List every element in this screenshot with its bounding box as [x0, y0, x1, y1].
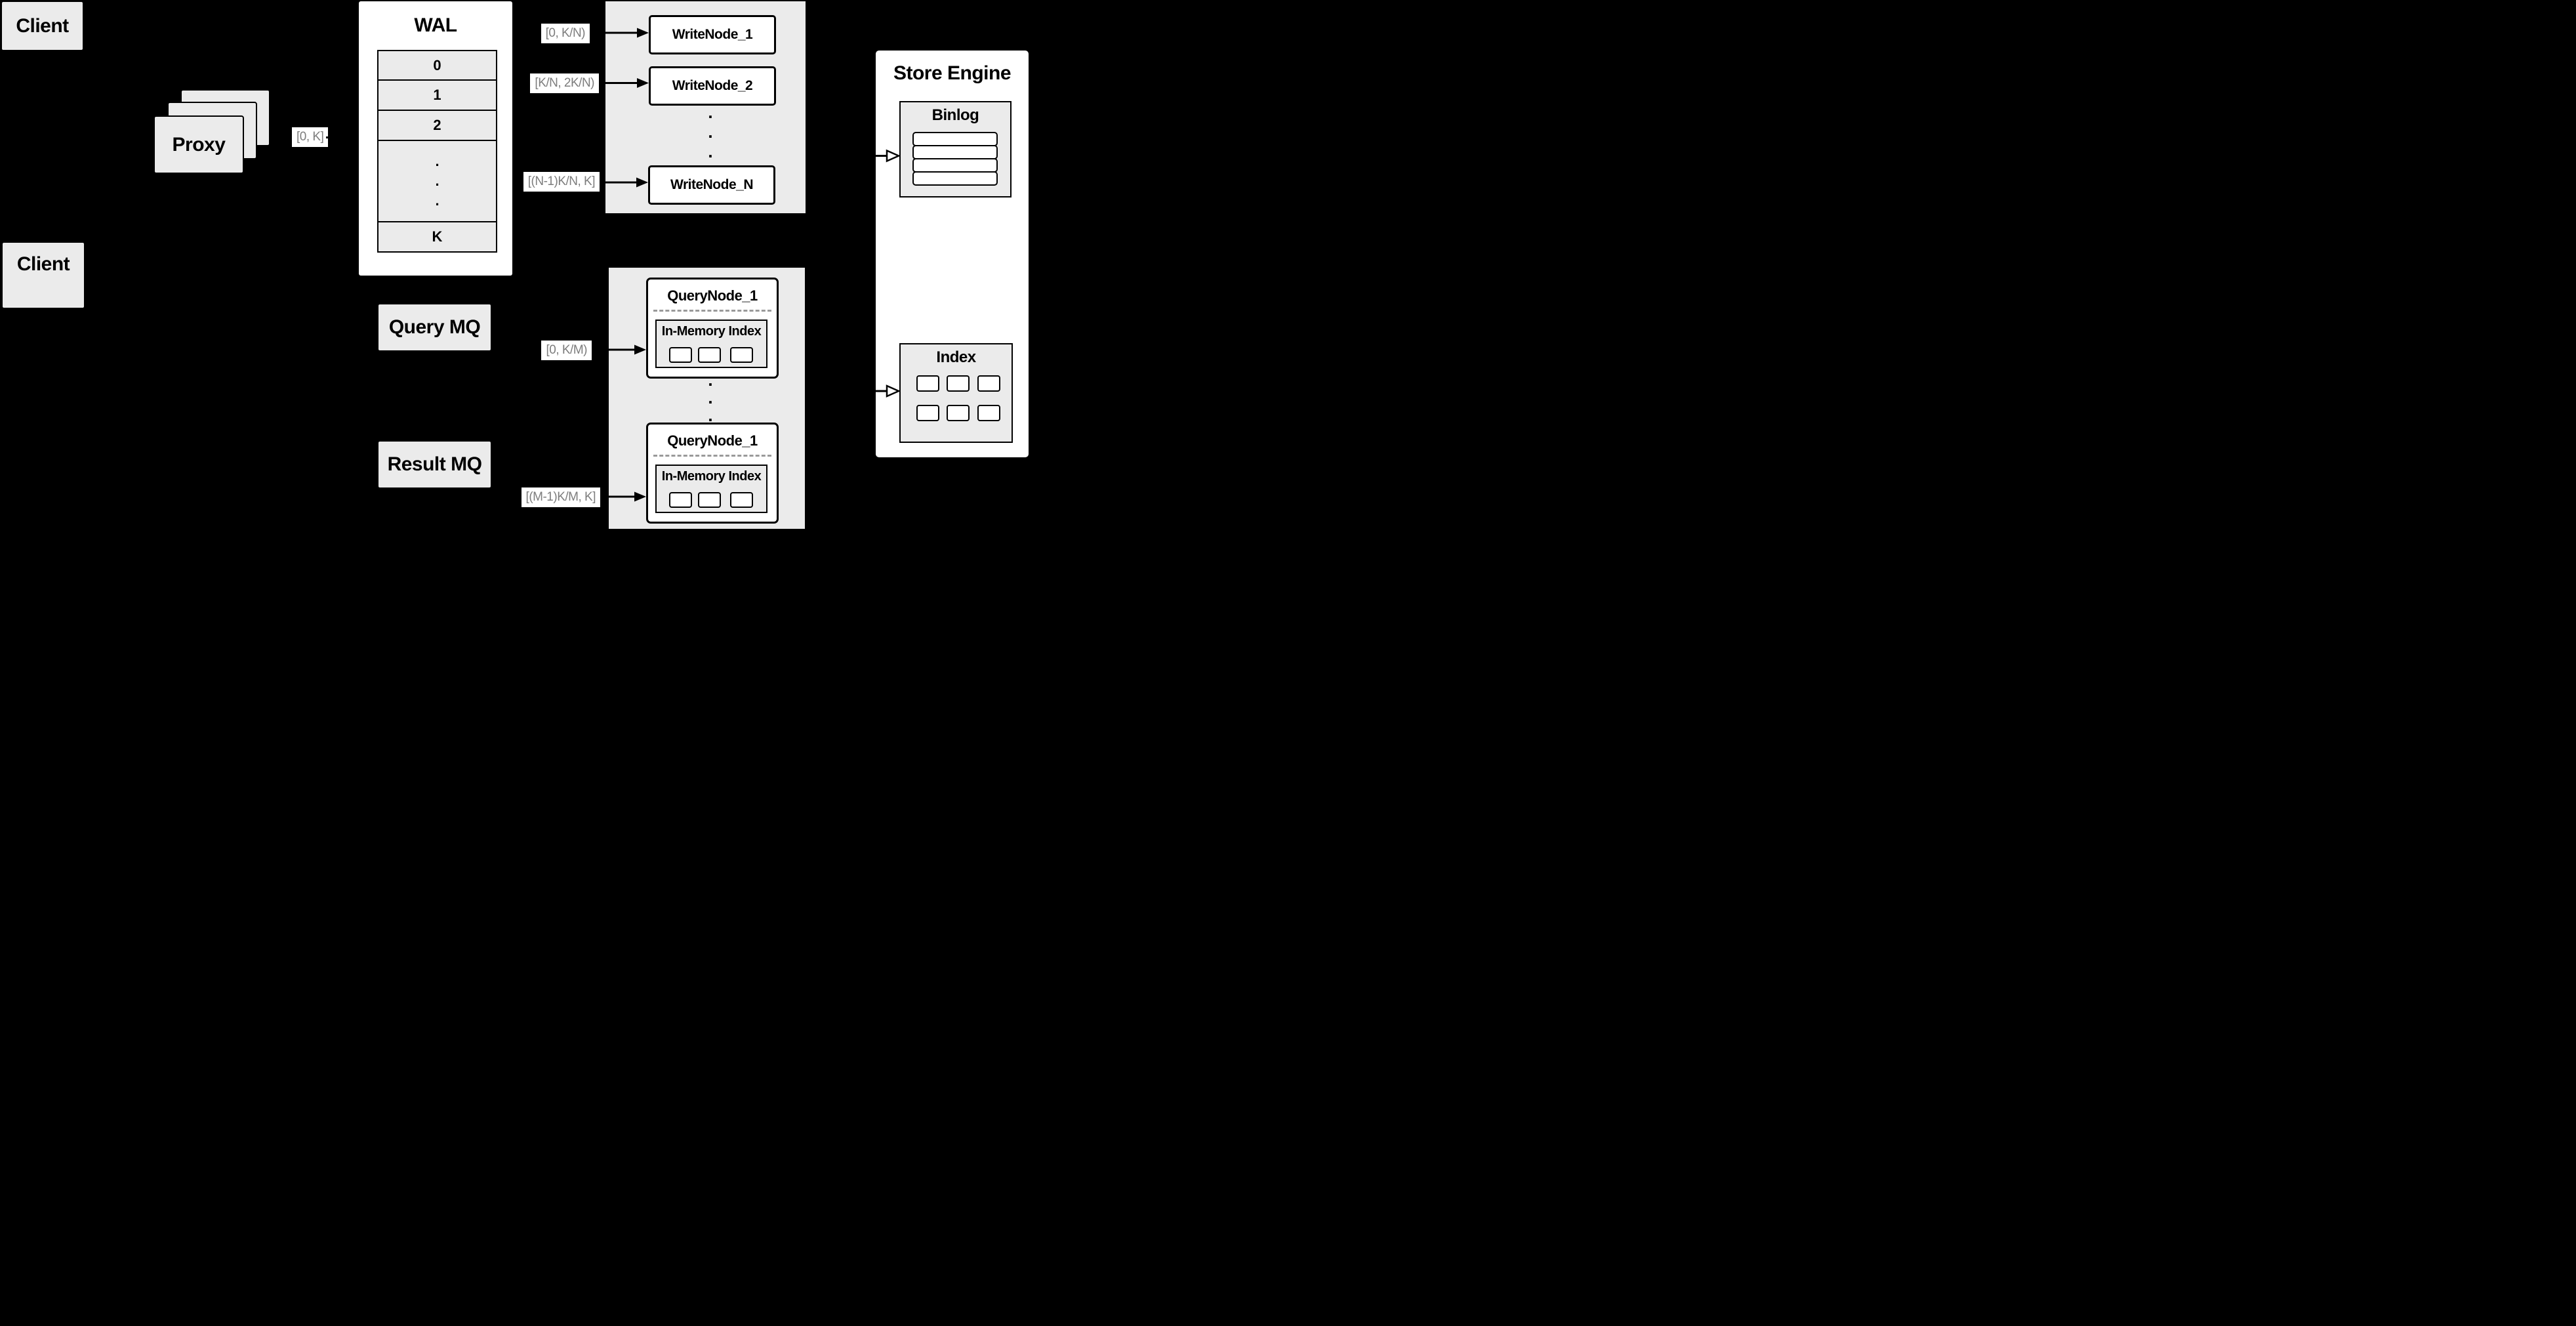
wal-dot: . — [435, 153, 440, 169]
query-node-m-title: QueryNode_1 — [667, 432, 758, 449]
write-node-n: WriteNode_N — [648, 165, 775, 205]
client-bottom-label: Client — [16, 253, 70, 275]
store-engine-panel: Store Engine Binlog Index — [876, 51, 1029, 457]
index-box: Index — [899, 343, 1013, 443]
wal-table: 0 1 2 . . . K — [377, 50, 497, 253]
wal-panel: WAL 0 1 2 . . . K — [359, 1, 512, 276]
proxy-box-front: Proxy — [153, 115, 244, 174]
wal-row-1: 1 — [378, 79, 496, 110]
wal-dot: . — [435, 192, 440, 209]
query-node-1-inmemory-box: In-Memory Index — [655, 320, 767, 368]
query-dot: . — [708, 405, 713, 425]
index-segment — [916, 405, 939, 421]
index-title: Index — [936, 348, 976, 366]
write-dot: . — [708, 142, 713, 161]
store-engine-title: Store Engine — [893, 62, 1012, 84]
query-node-m-inmemory-box: In-Memory Index — [655, 465, 767, 513]
query-node-m: QueryNode_1 In-Memory Index — [646, 423, 779, 524]
wal-title: WAL — [414, 14, 457, 36]
write-node-1-label: WriteNode_1 — [672, 27, 753, 42]
write-node-ellipsis: . . . — [697, 102, 724, 161]
architecture-diagram: Client Client Proxy [0, K] WAL 0 1 2 . .… — [0, 0, 1031, 530]
range-chip-write-1: [0, K/N) — [541, 24, 590, 43]
write-node-n-label: WriteNode_N — [670, 177, 753, 192]
client-box-bottom: Client — [3, 243, 84, 308]
wal-row-0-label: 0 — [433, 56, 441, 73]
index-segment — [916, 375, 939, 392]
range-chip-write-n: [(N-1)K/N, K] — [523, 172, 600, 192]
segment-box — [698, 492, 721, 508]
query-node-1-title: QueryNode_1 — [667, 287, 758, 304]
query-dot: . — [708, 369, 713, 390]
query-mq-box: Query MQ — [378, 304, 491, 350]
segment-box — [669, 492, 692, 508]
write-dot: . — [708, 122, 713, 142]
index-segment — [977, 405, 1000, 421]
segment-box — [698, 347, 721, 363]
binlog-rows — [912, 132, 998, 186]
range-chip-write-2: [K/N, 2K/N) — [530, 73, 599, 93]
binlog-row — [912, 145, 998, 159]
query-node-1-inmemory-label: In-Memory Index — [661, 324, 762, 339]
binlog-row — [912, 171, 998, 186]
proxy-label: Proxy — [172, 133, 226, 155]
segment-box — [730, 347, 753, 363]
index-segment — [977, 375, 1000, 392]
query-node-m-inmemory-label: In-Memory Index — [661, 469, 762, 484]
binlog-title: Binlog — [931, 106, 979, 124]
range-chip-client-wal: [0, K] — [292, 127, 329, 147]
write-dot: . — [708, 102, 713, 122]
wal-row-k-label: K — [432, 228, 443, 245]
wal-row-k: K — [378, 221, 496, 251]
query-node-1: QueryNode_1 In-Memory Index — [646, 278, 779, 379]
query-dot: . — [708, 387, 713, 407]
client-box-top: Client — [2, 2, 83, 50]
client-top-label: Client — [16, 14, 69, 37]
wal-row-2: 2 — [378, 110, 496, 140]
segment-box — [730, 492, 753, 508]
wal-row-1-label: 1 — [433, 87, 441, 103]
index-segment — [947, 375, 970, 392]
binlog-box: Binlog — [899, 101, 1012, 197]
result-mq-label: Result MQ — [387, 453, 482, 475]
binlog-row — [912, 132, 998, 146]
write-node-2-label: WriteNode_2 — [672, 78, 753, 93]
binlog-row — [912, 158, 998, 173]
wal-row-dots: . . . — [378, 140, 496, 221]
range-chip-query-m: [(M-1)K/M, K] — [521, 487, 600, 507]
wal-row-0: 0 — [378, 50, 496, 79]
index-segment — [947, 405, 970, 421]
write-node-1: WriteNode_1 — [649, 15, 776, 54]
result-mq-box: Result MQ — [378, 442, 491, 487]
write-node-2: WriteNode_2 — [649, 66, 776, 106]
query-node-ellipsis: . . . — [697, 371, 724, 424]
query-mq-label: Query MQ — [388, 316, 481, 338]
range-chip-query-1: [0, K/M) — [541, 341, 592, 360]
segment-box — [669, 347, 692, 363]
arrowhead-proxy-to-wal — [347, 133, 359, 142]
wal-dot: . — [435, 173, 440, 189]
query-node-1-divider — [653, 310, 771, 312]
query-node-m-divider — [653, 455, 771, 457]
wal-row-2-label: 2 — [433, 117, 441, 133]
